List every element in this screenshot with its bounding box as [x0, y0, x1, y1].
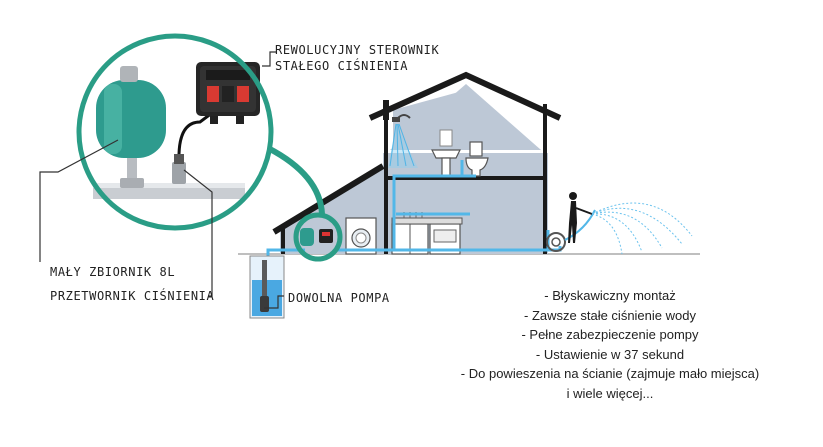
well	[249, 255, 285, 319]
tank-label: MAŁY ZBIORNIK 8L	[50, 265, 176, 279]
feature-list: - Błyskawiczny montaż - Zawsze stałe ciś…	[430, 286, 790, 403]
kitchen	[345, 212, 463, 255]
transducer-icon	[172, 108, 217, 184]
controller-mini	[293, 212, 343, 262]
feature-item: - Ustawienie w 37 sekund	[535, 346, 685, 362]
zoom-connector	[266, 145, 325, 215]
zoom-detail	[76, 33, 274, 231]
controller-label-line1: REWOLUCYJNY STEROWNIK	[275, 43, 440, 57]
pump-pointer	[264, 295, 284, 309]
transducer-label: PRZETWORNIK CIŚNIENIA	[50, 289, 215, 303]
feature-item: - Błyskawiczny montaż	[544, 288, 676, 303]
pump-label: DOWOLNA POMPA	[288, 291, 390, 305]
feature-item: i wiele więcej...	[566, 385, 654, 401]
tank-icon	[96, 66, 166, 158]
controller-icon	[196, 62, 260, 124]
label-pointers	[39, 51, 276, 297]
feature-item: - Do powieszenia na ścianie (zajmuje mał…	[460, 366, 760, 381]
controller-label-line2: STAŁEGO CIŚNIENIA	[275, 59, 409, 73]
feature-item: - Zawsze stałe ciśnienie wody	[524, 307, 696, 323]
bathroom	[388, 114, 489, 177]
feature-item: - Pełne zabezpieczenie pompy	[521, 327, 699, 342]
garden-spray	[546, 192, 693, 255]
